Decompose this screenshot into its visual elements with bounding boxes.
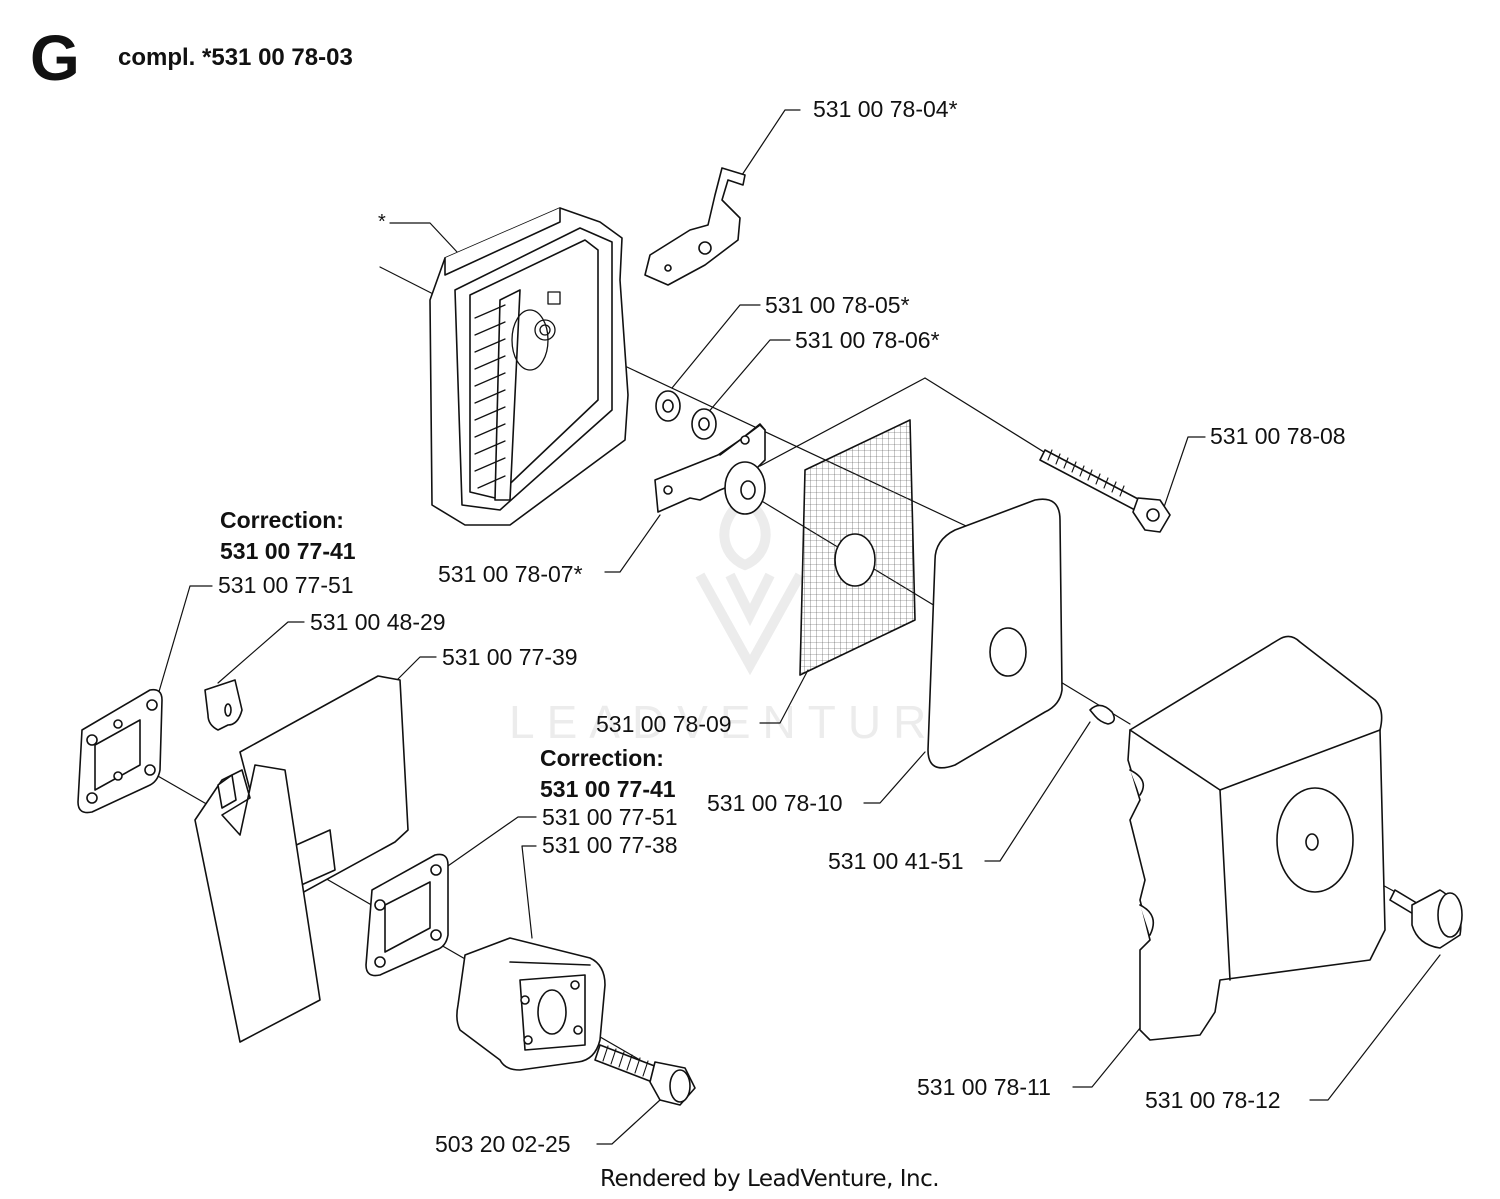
bracket: [654, 423, 766, 515]
correction-number-left: 531 00 77-41: [220, 538, 356, 564]
part-label-531-00-78-12: 531 00 78-12: [1145, 1087, 1281, 1113]
filter-screen: [799, 419, 916, 676]
part-label-503-20-02-25: 503 20 02-25: [435, 1131, 571, 1157]
part-label-531-00-48-29: 531 00 48-29: [310, 609, 446, 635]
part-label-531-00-78-05: 531 00 78-05*: [765, 292, 910, 318]
part-label-531-00-77-51-center: 531 00 77-51: [542, 804, 678, 830]
part-label-531-00-41-51: 531 00 41-51: [828, 848, 964, 874]
gasket-center: [365, 853, 449, 977]
short-screw: [594, 1044, 696, 1106]
watermark-logo-icon: [695, 493, 805, 676]
part-label-531-00-78-07: 531 00 78-07*: [438, 561, 583, 587]
part-label-531-00-78-11: 531 00 78-11: [917, 1074, 1051, 1100]
spring-clip: [204, 679, 243, 731]
part-label-star: *: [378, 211, 386, 233]
filter-housing-vents: [474, 291, 561, 489]
part-label-531-00-78-08: 531 00 78-08: [1210, 423, 1346, 449]
washers: [655, 390, 717, 440]
part-label-531-00-77-51-left: 531 00 77-51: [218, 572, 354, 598]
knob: [1389, 889, 1463, 949]
carburetor-adapter: [456, 937, 606, 1071]
gasket-left: [77, 688, 163, 814]
foam-filter: [927, 498, 1063, 769]
section-letter: G: [30, 22, 80, 94]
watermark-text: LEADVENTURE: [509, 696, 981, 748]
filter-housing: [429, 207, 629, 526]
correction-heading-left: Correction:: [220, 507, 344, 533]
part-label-531-00-77-39: 531 00 77-39: [442, 644, 578, 670]
part-label-531-00-78-04: 531 00 78-04*: [813, 96, 958, 122]
footer-credit: Rendered by LeadVenture, Inc.: [600, 1166, 940, 1192]
air-filter-cover: [1127, 635, 1386, 1041]
heat-shield: [194, 764, 321, 1043]
complete-assembly-label: compl. *531 00 78-03: [118, 44, 353, 71]
part-label-531-00-78-09: 531 00 78-09: [596, 711, 732, 737]
part-label-531-00-78-06: 531 00 78-06*: [795, 327, 940, 353]
correction-heading-center: Correction:: [540, 745, 664, 771]
part-label-531-00-77-38: 531 00 77-38: [542, 832, 678, 858]
clip: [1089, 704, 1116, 725]
part-label-531-00-78-10: 531 00 78-10: [707, 790, 843, 816]
choke-plate: [644, 167, 746, 286]
correction-number-center: 531 00 77-41: [540, 776, 676, 802]
long-screw: [1039, 449, 1171, 533]
